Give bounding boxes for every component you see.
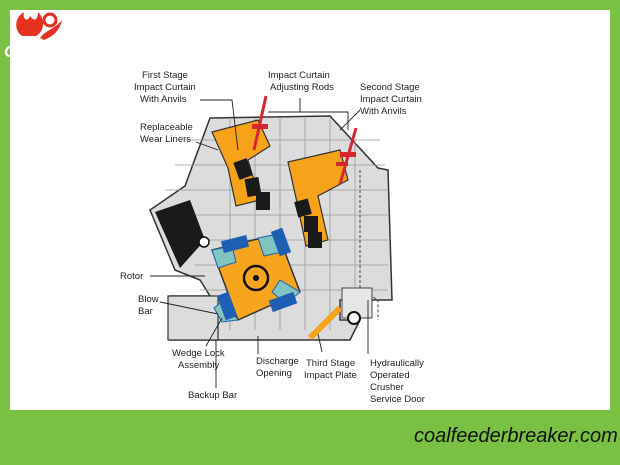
label-backup-bar: Backup Bar: [188, 390, 237, 401]
rod-nuts: [252, 124, 356, 166]
svg-text:Impact Curtain: Impact Curtain: [360, 94, 422, 105]
plate-pivot: [347, 311, 361, 325]
left-black-liner: [155, 200, 205, 268]
svg-text:Opening: Opening: [256, 368, 292, 379]
rotor-pivot: [198, 236, 210, 248]
logo-flame-icon: [16, 12, 62, 40]
label-adjusting-rods: Impact Curtain Adjusting Rods: [268, 70, 334, 93]
third-stage-plate: [307, 305, 343, 341]
label-service-door: Hydraulically Operated Crusher Service D…: [370, 358, 425, 405]
ccrb-logo: [16, 12, 62, 40]
label-discharge: Discharge Opening: [256, 356, 299, 379]
label-second-stage: Second Stage Impact Curtain With Anvils: [360, 82, 422, 117]
svg-text:First Stage: First Stage: [142, 70, 188, 81]
svg-text:Impact Curtain: Impact Curtain: [268, 70, 330, 81]
logo-text: CCRB: [4, 42, 58, 61]
first-stage-anvils: [233, 158, 270, 210]
svg-text:Impact Plate: Impact Plate: [304, 370, 357, 381]
svg-text:Wear Liners: Wear Liners: [140, 134, 191, 145]
svg-text:Adjusting Rods: Adjusting Rods: [270, 82, 334, 93]
label-rotor: Rotor: [120, 271, 143, 282]
blow-bars: [216, 227, 298, 321]
svg-text:Blow: Blow: [138, 294, 159, 305]
label-first-stage: First Stage Impact Curtain With Anvils: [134, 70, 196, 105]
label-third-stage: Third Stage Impact Plate: [304, 358, 357, 381]
svg-text:Third Stage: Third Stage: [306, 358, 355, 369]
svg-text:Wedge Lock: Wedge Lock: [172, 348, 225, 359]
label-wedge-lock: Wedge Lock Assembly: [172, 348, 225, 371]
svg-text:Bar: Bar: [138, 306, 153, 317]
svg-text:Replaceable: Replaceable: [140, 122, 193, 133]
svg-text:Hydraulically: Hydraulically: [370, 358, 424, 369]
second-stage-anvils: [294, 198, 322, 248]
label-blow-bar: Blow Bar: [138, 294, 159, 317]
svg-text:Second Stage: Second Stage: [360, 82, 420, 93]
svg-text:With Anvils: With Anvils: [360, 106, 407, 117]
label-wear-liners: Replaceable Wear Liners: [140, 122, 193, 145]
rotor-shaft: [253, 275, 259, 281]
leader-lines: [150, 98, 369, 388]
svg-text:Service Door: Service Door: [370, 394, 425, 405]
base-block: [167, 295, 219, 341]
svg-text:Discharge: Discharge: [256, 356, 299, 367]
svg-text:Assembly: Assembly: [178, 360, 219, 371]
svg-text:Operated: Operated: [370, 370, 410, 381]
svg-text:Impact Curtain: Impact Curtain: [134, 82, 196, 93]
svg-text:Crusher: Crusher: [370, 382, 404, 393]
website-url: coalfeederbreaker.com: [414, 425, 618, 447]
svg-text:With Anvils: With Anvils: [140, 94, 187, 105]
